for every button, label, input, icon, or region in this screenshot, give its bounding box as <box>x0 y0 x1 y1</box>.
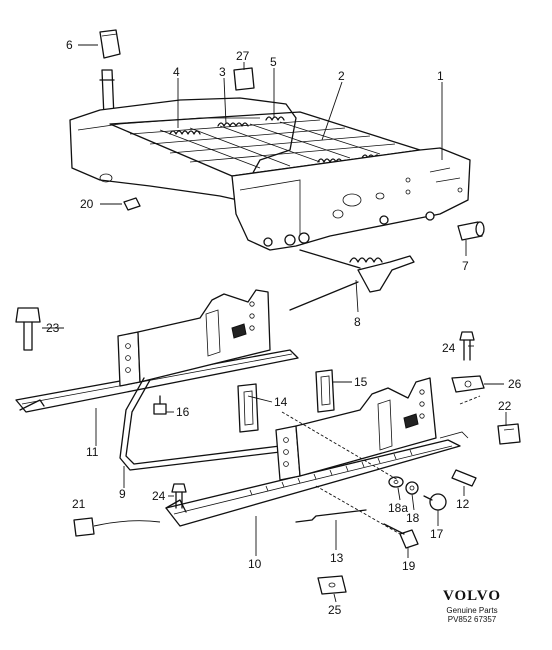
callout-20: 20 <box>80 197 94 211</box>
part-clip-21 <box>73 517 161 537</box>
part-spring-lever <box>289 255 415 311</box>
callout-4: 4 <box>173 65 180 79</box>
part-wire-13 <box>295 509 367 523</box>
callout-3: 3 <box>219 65 226 79</box>
callout-11: 11 <box>86 445 99 459</box>
part-end-cap <box>457 221 485 241</box>
volvo-genuine-parts-badge: VOLVO Genuine Parts PV852 67357 <box>432 588 512 624</box>
leader-lines <box>42 44 507 603</box>
part-clip <box>123 197 141 211</box>
part-plate-25 <box>317 575 347 595</box>
callout-25: 25 <box>328 603 342 617</box>
part-bolt-23 <box>15 307 41 351</box>
callout-18: 18 <box>406 511 420 525</box>
part-knob <box>99 29 121 59</box>
part-small-plate <box>233 67 255 91</box>
callout-1: 1 <box>437 69 444 83</box>
part-bolt-24-upper <box>459 331 475 361</box>
callout-9: 9 <box>119 487 126 501</box>
callout-21: 21 <box>72 497 86 511</box>
callout-14: 14 <box>274 395 288 409</box>
part-washer-18a <box>405 481 419 495</box>
part-seat-frame <box>69 69 471 269</box>
callout-18a: 18a <box>388 501 408 515</box>
callout-labels: 1 2 3 4 5 6 7 8 9 10 11 12 13 14 15 16 1… <box>46 38 522 617</box>
callout-5: 5 <box>270 55 277 69</box>
diagram-code: PV852 67357 <box>447 615 497 624</box>
callout-12: 12 <box>456 497 470 511</box>
callout-24-upper: 24 <box>442 341 456 355</box>
part-connecting-rod <box>119 377 281 471</box>
callout-27: 27 <box>236 49 250 63</box>
brand-name: VOLVO <box>442 588 502 604</box>
part-washer-18 <box>388 476 404 488</box>
callout-15: 15 <box>354 375 368 389</box>
callout-2: 2 <box>338 69 345 83</box>
callout-10: 10 <box>248 557 262 571</box>
callout-23: 23 <box>46 321 60 335</box>
callout-6: 6 <box>66 38 73 52</box>
callout-16: 16 <box>176 405 190 419</box>
part-nut-16 <box>153 395 167 415</box>
part-grommet-17 <box>423 493 447 511</box>
callout-8: 8 <box>354 315 361 329</box>
part-pin-12 <box>451 469 477 487</box>
brand-tagline: Genuine Parts <box>446 606 498 615</box>
part-washer-plate-26 <box>451 375 485 393</box>
part-left-rail <box>15 289 299 413</box>
callout-22: 22 <box>498 399 512 413</box>
part-bolt-24-lower <box>171 483 187 509</box>
part-clip-22 <box>497 423 521 445</box>
callout-13: 13 <box>330 551 344 565</box>
callout-17: 17 <box>430 527 444 541</box>
callout-7: 7 <box>462 259 469 273</box>
callout-19: 19 <box>402 559 416 573</box>
part-bolt-19 <box>383 523 419 549</box>
callout-24-lower: 24 <box>152 489 166 503</box>
callout-26: 26 <box>508 377 522 391</box>
part-right-rail <box>165 377 469 527</box>
